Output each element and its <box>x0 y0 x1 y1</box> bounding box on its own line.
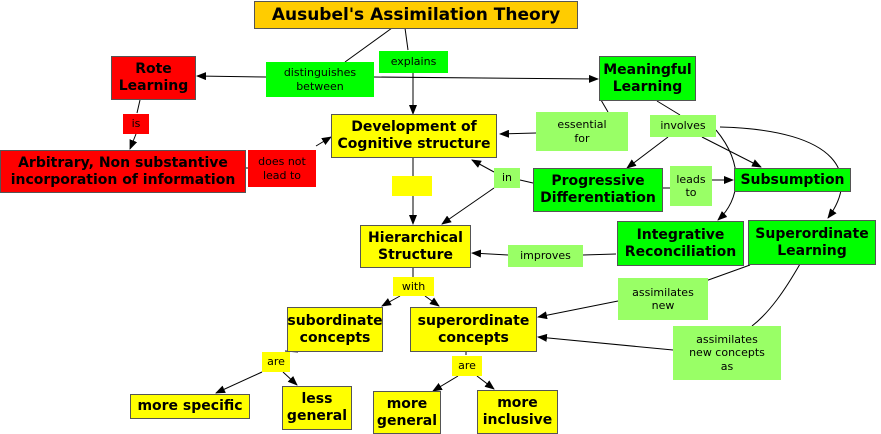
link-distinguishes-between: distinguishes between <box>266 62 374 97</box>
link-improves: improves <box>508 245 583 267</box>
edge-assimilates-superordinate <box>537 300 619 320</box>
link-assimilates-new-concepts-as: assimilates new concepts as <box>673 326 781 380</box>
edge-are-moregeneral <box>432 375 459 392</box>
concept-less-general: less general <box>282 386 352 430</box>
link-does-not-lead-to: does not lead to <box>248 150 316 187</box>
link-is: is <box>123 114 149 134</box>
edge-in-development <box>471 159 495 173</box>
edge-are-lessgeneral <box>282 371 298 386</box>
link-into <box>392 176 432 196</box>
link-with: with <box>393 277 434 296</box>
edge-with-superordinate <box>424 295 440 307</box>
concept-subordinate-concepts: subordinate concepts <box>287 307 383 352</box>
concept-progressive-differentiation: Progressive Differentiation <box>533 168 663 212</box>
edge-superlearning-assimilates-as <box>751 263 801 327</box>
concept-more-specific: more specific <box>130 394 250 419</box>
edge-are-morespecific <box>215 371 263 394</box>
link-in: in <box>494 168 520 188</box>
edge-involves-progressive <box>626 136 669 169</box>
link-essential-for: essential for <box>536 112 628 151</box>
edge-progressive-in <box>519 179 534 184</box>
edge-superlearning-assimilates <box>699 264 751 284</box>
edge-assimilatesas-superordinate <box>537 333 674 351</box>
concept-more-general: more general <box>373 391 441 434</box>
edge-meaningful-involves <box>656 100 681 116</box>
edge-essential-development <box>499 129 537 138</box>
concept-development-cognitive-structure: Development of Cognitive structure <box>331 114 497 158</box>
concept-superordinate-concepts: superordinate concepts <box>410 307 537 352</box>
link-involves: involves <box>650 115 716 137</box>
concept-integrative-reconciliation: Integrative Reconciliation <box>617 221 744 266</box>
edge-distinguishes-rote <box>196 72 267 81</box>
link-are-subordinate: are <box>262 352 290 372</box>
edge-improves-hierarchical <box>471 249 509 258</box>
edge-involves-subsumption <box>701 136 762 168</box>
concept-rote-learning: Rote Learning <box>111 56 196 100</box>
concept-meaningful-learning: Meaningful Learning <box>599 56 696 101</box>
link-are-superordinate: are <box>452 356 482 376</box>
edge-title-explains <box>404 27 409 51</box>
edge-are-moreinclusive <box>476 375 495 390</box>
edge-with-subordinate <box>381 295 401 307</box>
link-explains: explains <box>379 51 448 73</box>
edge-doesnot-development <box>315 136 332 147</box>
edge-involves-superordinate-learning <box>719 126 843 219</box>
edge-is-arbitrary <box>129 133 138 150</box>
link-assimilates-new: assimilates new <box>618 278 708 320</box>
edge-title-distinguishes <box>344 27 393 63</box>
edge-rote-is <box>136 99 141 114</box>
edge-in-hierarchical <box>441 187 495 225</box>
map-title: Ausubel's Assimilation Theory <box>254 1 578 29</box>
concept-more-inclusive: more inclusive <box>477 390 558 434</box>
concept-arbitrary-incorporation: Arbitrary, Non substantive incorporation… <box>0 150 246 193</box>
edge-distinguishes-meaningful <box>373 74 599 83</box>
concept-superordinate-learning: Superordinate Learning <box>748 220 876 265</box>
edge-integrative-improves <box>582 253 617 256</box>
edge-meaningful-essential <box>600 99 609 113</box>
concept-subsumption: Subsumption <box>734 168 851 192</box>
concept-hierarchical-structure: Hierarchical Structure <box>360 225 471 268</box>
link-leads-to: leads to <box>670 166 712 206</box>
